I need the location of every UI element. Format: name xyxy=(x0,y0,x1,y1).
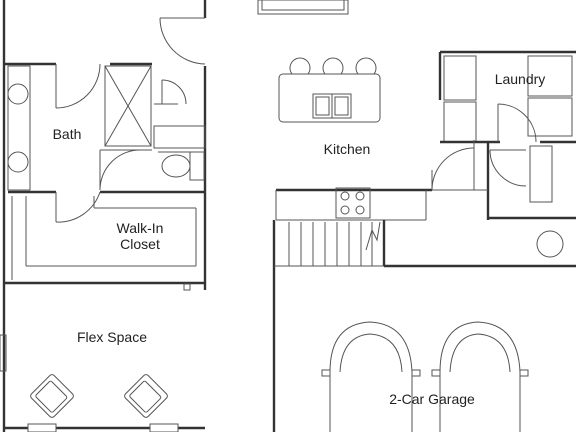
dryer xyxy=(443,101,477,143)
car-left xyxy=(321,321,421,432)
bath-room: Bath xyxy=(7,65,206,191)
walk-in-closet: Walk-In Closet xyxy=(11,196,197,291)
range xyxy=(335,187,371,219)
shower xyxy=(104,65,152,147)
flex-space: Flex Space xyxy=(0,329,205,432)
upper-door xyxy=(159,17,206,65)
mudroom-door xyxy=(489,149,527,187)
sink-bottom xyxy=(7,151,29,173)
bath-door xyxy=(55,63,101,109)
stairs xyxy=(272,220,385,432)
hall-door xyxy=(431,140,488,191)
armchair-right xyxy=(124,374,168,418)
closet-door xyxy=(55,191,101,223)
kitchen: Kitchen xyxy=(257,0,432,221)
toilet-tank xyxy=(189,151,205,181)
toilet-door xyxy=(161,79,187,105)
left-wing-walls xyxy=(2,0,207,432)
laundry-label: Laundry xyxy=(495,71,546,87)
kitchen-label: Kitchen xyxy=(324,141,371,157)
toilet-bowl xyxy=(161,154,191,178)
flex-space-label: Flex Space xyxy=(77,329,147,345)
closet-label-line1: Walk-In xyxy=(117,220,164,236)
water-heater xyxy=(536,230,564,258)
car-right xyxy=(431,321,529,432)
bath-label: Bath xyxy=(53,126,82,142)
armchair-left xyxy=(30,374,74,418)
garage-label: 2-Car Garage xyxy=(389,391,475,407)
laundry: Laundry xyxy=(438,50,576,220)
laundry-door xyxy=(497,103,537,143)
sink-top xyxy=(7,83,29,105)
washer xyxy=(443,55,477,101)
bath-inner-door xyxy=(99,149,141,191)
closet-label-line2: Closet xyxy=(120,236,160,252)
garage: 2-Car Garage xyxy=(321,220,576,432)
